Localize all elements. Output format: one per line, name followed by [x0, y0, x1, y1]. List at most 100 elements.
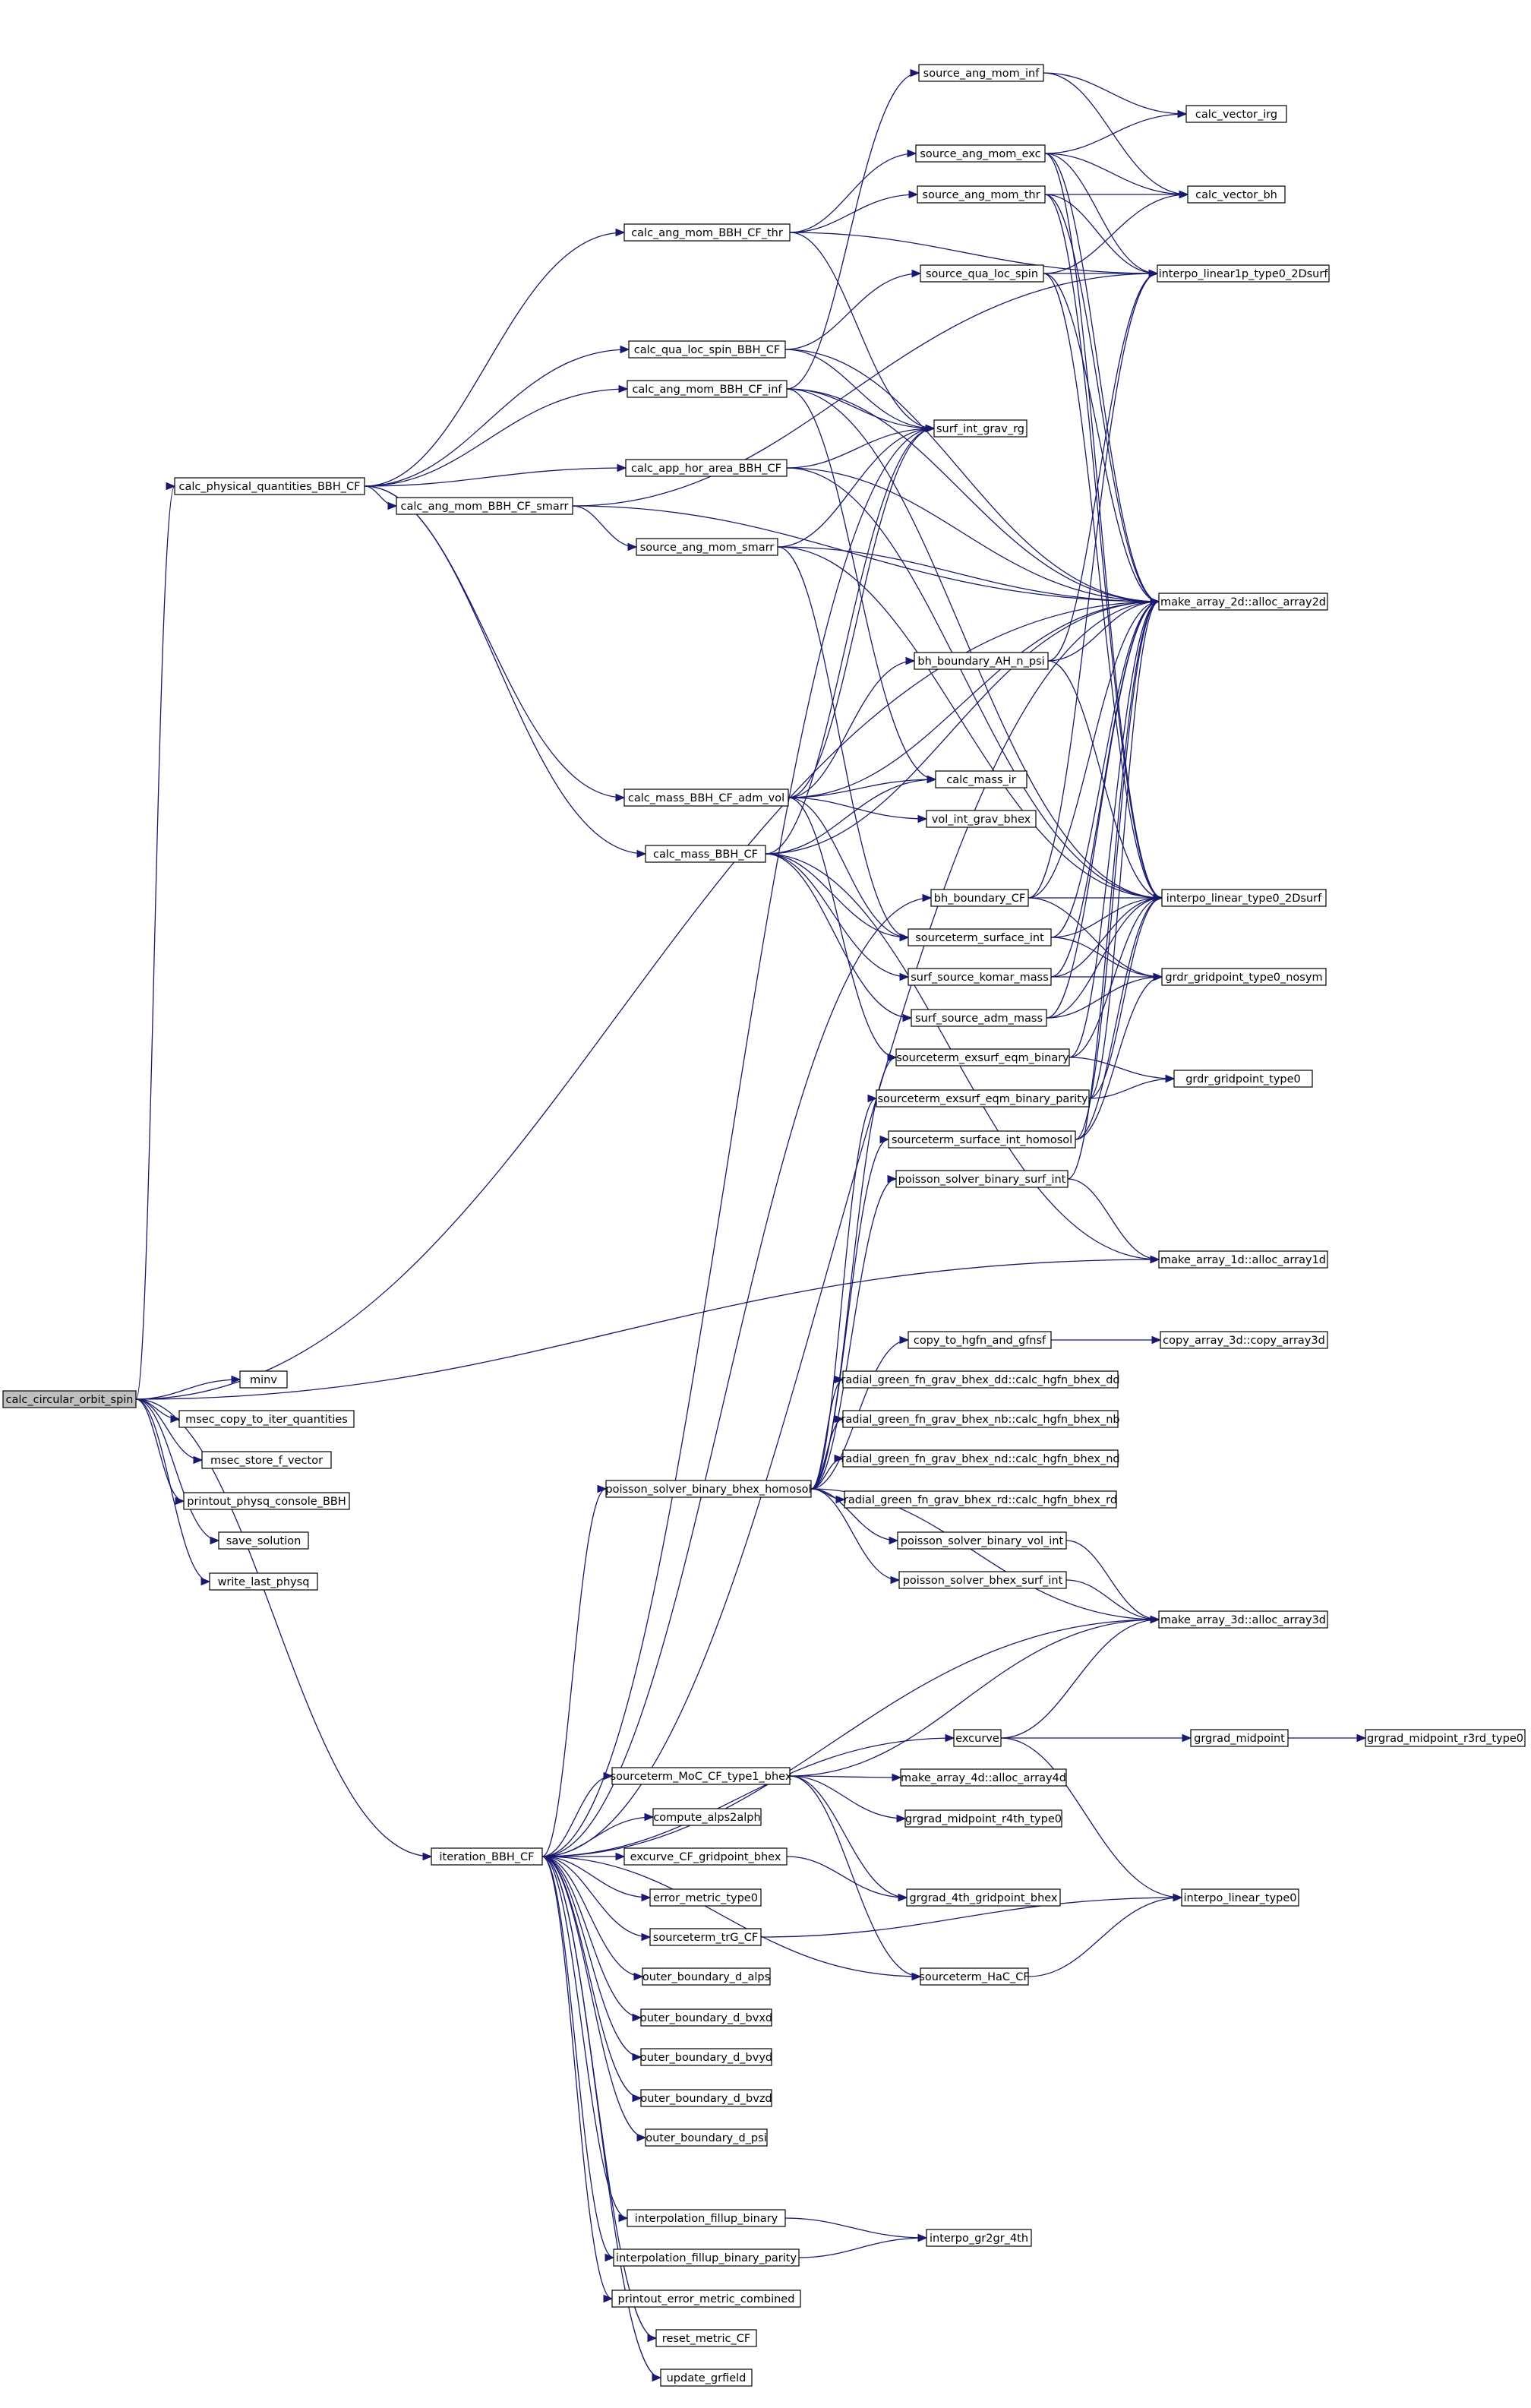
node-calc-ang-mom-bbh-cf-inf[interactable]: calc_ang_mom_BBH_CF_inf — [627, 380, 788, 398]
node-excurve[interactable]: excurve — [953, 1729, 1002, 1747]
node-surf-int-grav-rg[interactable]: surf_int_grav_rg — [933, 419, 1028, 438]
node-source-ang-mom-smarr[interactable]: source_ang_mom_smarr — [636, 538, 778, 556]
arrowhead-poisson-solver-binary-vol-int — [889, 1536, 899, 1545]
edge-calc-circular-orbit-spin-to-msec-store-f-vector — [135, 1398, 203, 1461]
node-source-ang-mom-exc[interactable]: source_ang_mom_exc — [915, 144, 1046, 163]
node-interpo-linear-type0[interactable]: interpo_linear_type0 — [1181, 1888, 1299, 1907]
node-grdr-gridpoint-type0-nosym[interactable]: grdr_gridpoint_type0_nosym — [1161, 968, 1327, 986]
node-sourceterm-surface-int-homosol[interactable]: sourceterm_surface_int_homosol — [888, 1130, 1076, 1149]
node-printout-physq-console-bbh[interactable]: printout_physq_console_BBH — [183, 1492, 350, 1510]
node-grgrad-4th-gridpoint-bhex[interactable]: grgrad_4th_gridpoint_bhex — [906, 1888, 1061, 1907]
node-surf-source-komar-mass[interactable]: surf_source_komar_mass — [908, 968, 1052, 986]
node-outer-boundary-d-alps[interactable]: outer_boundary_d_alps — [642, 1967, 771, 1986]
node-printout-error-metric-combined[interactable]: printout_error_metric_combined — [611, 2289, 801, 2308]
node-poisson-solver-binary-surf-int[interactable]: poisson_solver_binary_surf_int — [895, 1170, 1069, 1188]
node-box — [1181, 1888, 1299, 1907]
node-box — [933, 419, 1028, 438]
node-box — [627, 2209, 786, 2227]
node-outer-boundary-d-psi[interactable]: outer_boundary_d_psi — [645, 2128, 768, 2147]
node-minv[interactable]: minv — [239, 1370, 288, 1389]
node-bh-boundary-cf[interactable]: bh_boundary_CF — [930, 889, 1029, 907]
node-outer-boundary-d-bvzd[interactable]: outer_boundary_d_bvzd — [640, 2089, 772, 2107]
node-make-array-3d-alloc-array3d[interactable]: make_array_3d::alloc_array3d — [1158, 1610, 1328, 1629]
node-calc-vector-bh[interactable]: calc_vector_bh — [1187, 185, 1286, 204]
node-calc-qua-loc-spin-bbh-cf[interactable]: calc_qua_loc_spin_BBH_CF — [628, 340, 786, 359]
node-label: poisson_solver_binary_surf_int — [898, 1174, 1066, 1186]
node-grgrad-midpoint-r3rd-type0[interactable]: grgrad_midpoint_r3rd_type0 — [1365, 1729, 1526, 1747]
arrowhead-outer-boundary-d-alps — [633, 1972, 644, 1981]
edge-calc-ang-mom-bbh-cf-thr-to-source-ang-mom-thr — [789, 194, 918, 233]
node-radial-green-fn-grav-bhex-rd-calc-hgfn-bhex-rd[interactable]: radial_green_fn_grav_bhex_rd::calc_hgfn_… — [844, 1490, 1117, 1509]
node-sourceterm-exsurf-eqm-binary[interactable]: sourceterm_exsurf_eqm_binary — [895, 1048, 1070, 1067]
edge-source-ang-mom-smarr-to-make-array-2d-alloc-array2d — [777, 546, 1160, 602]
node-update-grfield[interactable]: update_grfield — [660, 2368, 753, 2387]
node-copy-array-3d-copy-array3d[interactable]: copy_array_3d::copy_array3d — [1160, 1331, 1328, 1349]
node-label: grdr_gridpoint_type0_nosym — [1165, 972, 1322, 984]
node-poisson-solver-binary-bhex-homosol[interactable]: poisson_solver_binary_bhex_homosol — [605, 1480, 812, 1498]
node-make-array-4d-alloc-array4d[interactable]: make_array_4d::alloc_array4d — [900, 1768, 1067, 1787]
node-source-qua-loc-spin[interactable]: source_qua_loc_spin — [920, 264, 1044, 283]
node-surf-source-adm-mass[interactable]: surf_source_adm_mass — [911, 1009, 1047, 1027]
node-interpolation-fillup-binary-parity[interactable]: interpolation_fillup_binary_parity — [613, 2248, 800, 2267]
node-excurve-cf-gridpoint-bhex[interactable]: excurve_CF_gridpoint_bhex — [623, 1847, 788, 1866]
node-box — [908, 1331, 1052, 1349]
node-interpo-linear1p-type0-2dsurf[interactable]: interpo_linear1p_type0_2Dsurf — [1157, 264, 1330, 283]
node-calc-ang-mom-bbh-cf-thr[interactable]: calc_ang_mom_BBH_CF_thr — [623, 223, 791, 242]
node-label: calc_mass_ir — [946, 774, 1016, 786]
node-sourceterm-hac-cf[interactable]: sourceterm_HaC_CF — [919, 1967, 1030, 1986]
node-outer-boundary-d-bvxd[interactable]: outer_boundary_d_bvxd — [640, 2008, 772, 2027]
node-reset-metric-cf[interactable]: reset_metric_CF — [655, 2329, 757, 2347]
node-box — [640, 2008, 772, 2027]
node-grgrad-midpoint-r4th-type0[interactable]: grgrad_midpoint_r4th_type0 — [904, 1809, 1062, 1828]
edge-bh-boundary-cf-to-make-array-2d-alloc-array2d — [1028, 601, 1160, 899]
node-calc-ang-mom-bbh-cf-smarr[interactable]: calc_ang_mom_BBH_CF_smarr — [396, 497, 573, 515]
node-compute-alps2alph[interactable]: compute_alps2alph — [652, 1808, 762, 1826]
node-source-ang-mom-thr[interactable]: source_ang_mom_thr — [917, 185, 1046, 204]
node-box — [660, 2368, 753, 2387]
node-sourceterm-surface-int[interactable]: sourceterm_surface_int — [908, 928, 1052, 946]
node-make-array-1d-alloc-array1d[interactable]: make_array_1d::alloc_array1d — [1158, 1250, 1328, 1269]
edge-calc-qua-loc-spin-bbh-cf-to-surf-int-grav-rg — [784, 349, 935, 429]
node-sourceterm-exsurf-eqm-binary-parity[interactable]: sourceterm_exsurf_eqm_binary_parity — [876, 1089, 1090, 1108]
arrowhead-copy-to-hgfn-and-gfnsf — [899, 1335, 910, 1345]
node-save-solution[interactable]: save_solution — [218, 1531, 309, 1550]
node-calc-physical-quantities-bbh-cf[interactable]: calc_physical_quantities_BBH_CF — [174, 477, 365, 495]
node-sourceterm-moc-cf-type1-bhex[interactable]: sourceterm_MoC_CF_type1_bhex — [611, 1767, 792, 1785]
node-interpolation-fillup-binary[interactable]: interpolation_fillup_binary — [627, 2209, 786, 2227]
node-copy-to-hgfn-and-gfnsf[interactable]: copy_to_hgfn_and_gfnsf — [908, 1331, 1052, 1349]
node-label: sourceterm_trG_CF — [653, 1932, 758, 1944]
node-write-last-physq[interactable]: write_last_physq — [209, 1572, 318, 1591]
node-vol-int-grav-bhex[interactable]: vol_int_grav_bhex — [926, 810, 1037, 828]
node-label: calc_app_hor_area_BBH_CF — [631, 463, 781, 475]
node-label: radial_green_fn_grav_bhex_rd::calc_hgfn_… — [844, 1494, 1117, 1506]
node-interpo-linear-type0-2dsurf[interactable]: interpo_linear_type0_2Dsurf — [1161, 889, 1327, 907]
node-msec-store-f-vector[interactable]: msec_store_f_vector — [201, 1451, 332, 1469]
node-label: compute_alps2alph — [653, 1812, 760, 1824]
node-iteration-bbh-cf[interactable]: iteration_BBH_CF — [431, 1847, 543, 1866]
node-sourceterm-trg-cf[interactable]: sourceterm_trG_CF — [649, 1928, 762, 1946]
node-interpo-gr2gr-4th[interactable]: interpo_gr2gr_4th — [926, 2229, 1032, 2247]
arrowhead-excurve — [945, 1733, 955, 1743]
node-calc-circular-orbit-spin[interactable]: calc_circular_orbit_spin — [2, 1390, 137, 1408]
node-grdr-gridpoint-type0[interactable]: grdr_gridpoint_type0 — [1173, 1070, 1313, 1088]
node-make-array-2d-alloc-array2d[interactable]: make_array_2d::alloc_array2d — [1158, 593, 1328, 611]
node-grgrad-midpoint[interactable]: grgrad_midpoint — [1190, 1729, 1289, 1747]
node-calc-mass-bbh-cf-adm-vol[interactable]: calc_mass_BBH_CF_adm_vol — [623, 788, 789, 807]
node-bh-boundary-ah-n-psi[interactable]: bh_boundary_AH_n_psi — [914, 652, 1049, 670]
arrowhead-surf-int-grav-rg — [925, 424, 936, 433]
node-calc-vector-irg[interactable]: calc_vector_irg — [1185, 105, 1287, 123]
node-radial-green-fn-grav-bhex-dd-calc-hgfn-bhex-dd[interactable]: radial_green_fn_grav_bhex_dd::calc_hgfn_… — [841, 1370, 1120, 1389]
node-error-metric-type0[interactable]: error_metric_type0 — [649, 1888, 762, 1907]
node-box — [613, 2248, 800, 2267]
node-outer-boundary-d-bvyd[interactable]: outer_boundary_d_bvyd — [640, 2048, 772, 2066]
node-source-ang-mom-inf[interactable]: source_ang_mom_inf — [918, 64, 1044, 82]
node-poisson-solver-bhex-surf-int[interactable]: poisson_solver_bhex_surf_int — [898, 1571, 1067, 1589]
node-poisson-solver-binary-vol-int[interactable]: poisson_solver_binary_vol_int — [897, 1531, 1067, 1550]
node-radial-green-fn-grav-bhex-nb-calc-hgfn-bhex-nb[interactable]: radial_green_fn_grav_bhex_nb::calc_hgfn_… — [841, 1410, 1120, 1428]
node-calc-mass-ir[interactable]: calc_mass_ir — [935, 770, 1028, 788]
node-radial-green-fn-grav-bhex-nd-calc-hgfn-bhex-nd[interactable]: radial_green_fn_grav_bhex_nd::calc_hgfn_… — [841, 1449, 1120, 1468]
node-msec-copy-to-iter-quantities[interactable]: msec_copy_to_iter_quantities — [178, 1410, 355, 1428]
node-calc-mass-bbh-cf[interactable]: calc_mass_BBH_CF — [645, 845, 766, 863]
node-calc-app-hor-area-bbh-cf[interactable]: calc_app_hor_area_BBH_CF — [625, 459, 788, 477]
edge-iteration-bbh-cf-to-sourceterm-trg-cf — [541, 1856, 651, 1938]
